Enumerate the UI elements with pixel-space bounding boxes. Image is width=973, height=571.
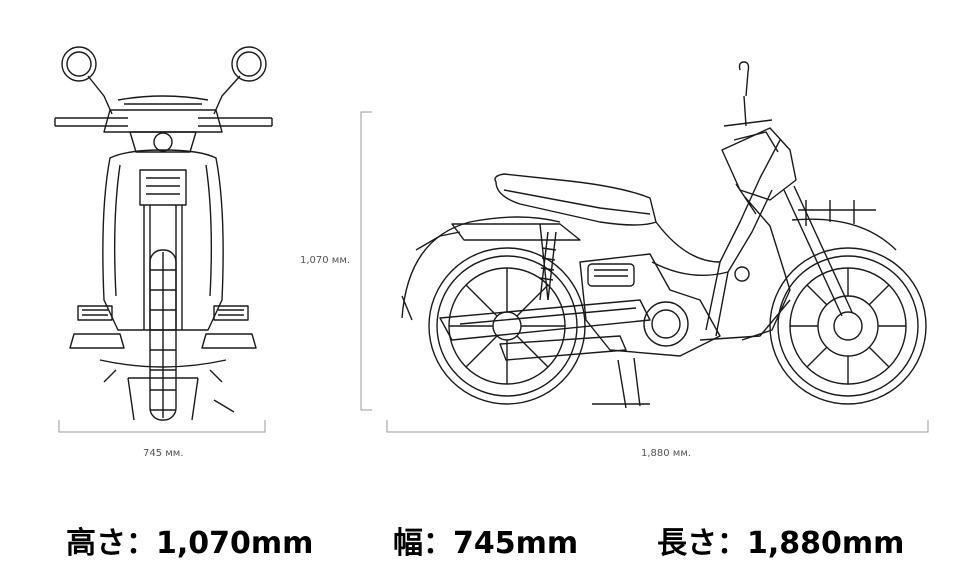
side-view-drawing [401, 61, 927, 409]
headlight [153, 132, 173, 152]
front-fender [791, 218, 897, 251]
front-fork [143, 205, 183, 330]
center-stand [127, 377, 199, 421]
side-front-fork [783, 185, 853, 317]
height-dimension-label: 1,070 мм. [300, 255, 351, 266]
rear-wheel [428, 247, 586, 405]
length-dimension-line [386, 420, 929, 433]
main-frame [655, 139, 781, 263]
front-cowl [129, 131, 197, 153]
front-view-drawing [54, 46, 273, 421]
width-spec: 幅：745mm [393, 526, 579, 561]
height-spec: 高さ：1,070mm [66, 526, 314, 561]
engine [579, 253, 721, 357]
width-dimension-line [58, 420, 266, 433]
width-dimension-label: 745 мм. [143, 448, 184, 459]
rear-fender [401, 216, 561, 319]
height-dimension-line [360, 111, 372, 411]
swingarm [439, 299, 651, 341]
seat [494, 173, 657, 226]
dimension-lines [58, 111, 929, 433]
front-wheel [149, 249, 177, 421]
side-stand [592, 357, 650, 409]
side-front-wheel [769, 247, 927, 405]
side-handlebar [723, 61, 773, 127]
leg-shield [102, 149, 224, 331]
length-spec: 長さ：1,880mm [657, 526, 905, 561]
front-cowl-side [721, 127, 797, 201]
right-mirror [231, 46, 267, 82]
length-dimension-label: 1,880 мм. [641, 448, 692, 459]
exhaust [499, 335, 627, 361]
footrests [77, 305, 249, 321]
rear-shock [539, 231, 557, 301]
left-mirror [61, 46, 97, 82]
handlebar [54, 117, 273, 127]
